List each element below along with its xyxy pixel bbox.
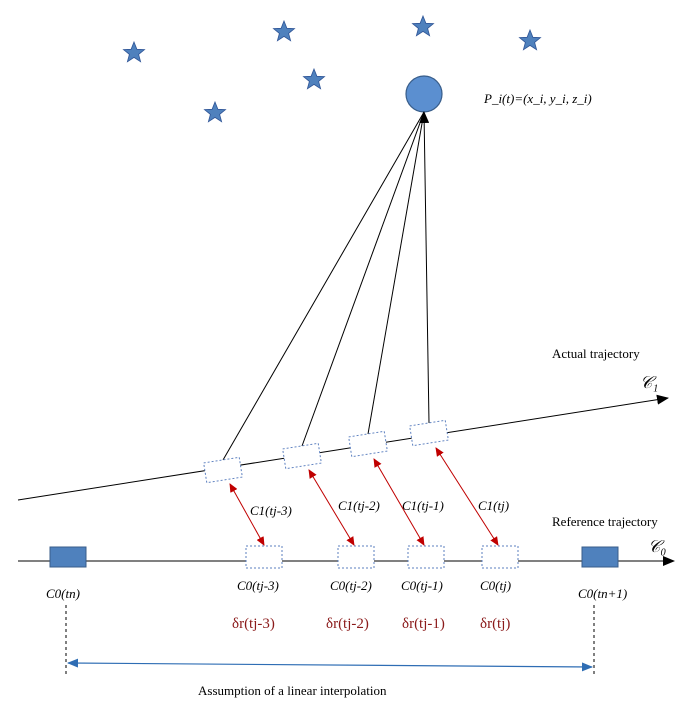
actual-camera-box xyxy=(348,430,388,458)
actual-trajectory-line xyxy=(17,394,669,501)
point-node xyxy=(405,75,443,113)
interpolation-label: Assumption of a linear interpolation xyxy=(198,683,387,698)
actual-camera-labels: C1(tj-3) C1(tj-2) C1(tj-1) C1(tj) xyxy=(250,498,509,518)
star-icon xyxy=(203,100,227,123)
reference-camera-labels: C0(tj-3) C0(tj-2) C0(tj-1) C0(tj) xyxy=(237,578,511,593)
actual-camera-label: C1(tj) xyxy=(478,498,509,513)
reference-camera-label: C0(tj-2) xyxy=(330,578,372,593)
actual-trajectory-symbol: 𝒞₁ xyxy=(640,373,658,392)
stars-group xyxy=(122,14,542,123)
actual-camera-label: C1(tj-2) xyxy=(338,498,380,513)
delta-label: δr(tj) xyxy=(480,616,510,632)
ray-3 xyxy=(367,111,425,435)
reference-cameras xyxy=(245,545,519,569)
ray-2 xyxy=(301,111,425,447)
reference-camera-box xyxy=(245,545,283,569)
reference-camera-label: C0(tj-1) xyxy=(401,578,443,593)
correspondence-arrow xyxy=(435,447,499,546)
reference-camera-label: C0(tj-3) xyxy=(237,578,279,593)
reference-camera-label: C0(tj) xyxy=(480,578,511,593)
star-icon xyxy=(272,19,296,42)
keyframe-box-tn1 xyxy=(581,546,619,568)
actual-camera-box xyxy=(203,456,243,484)
reference-trajectory-label: Reference trajectory xyxy=(552,514,658,529)
actual-camera-label: C1(tj-3) xyxy=(250,503,292,518)
correspondence-arrow xyxy=(308,469,355,546)
actual-cameras xyxy=(203,419,449,484)
ray-4 xyxy=(419,111,430,424)
interpolation-arrow xyxy=(67,658,593,672)
reference-trajectory-symbol: 𝒞₀ xyxy=(648,537,666,556)
delta-labels: δr(tj-3) δr(tj-2) δr(tj-1) δr(tj) xyxy=(232,616,510,632)
reference-camera-box xyxy=(407,545,445,569)
actual-camera-label: C1(tj-1) xyxy=(402,498,444,513)
actual-camera-box xyxy=(282,442,322,470)
star-icon xyxy=(122,40,146,63)
star-icon xyxy=(411,14,435,37)
keyframe-box-tn xyxy=(49,546,87,568)
point-label: P_i(t)=(x_i, y_i, z_i) xyxy=(483,91,592,106)
ray-1 xyxy=(222,111,425,461)
reference-camera-box xyxy=(337,545,375,569)
keyframe-label-tn1: C0(tn+1) xyxy=(578,586,627,601)
delta-label: δr(tj-3) xyxy=(232,616,275,632)
correspondence-arrow xyxy=(229,483,265,546)
correspondence-arrows xyxy=(229,447,499,546)
keyframe-label-tn: C0(tn) xyxy=(46,586,80,601)
actual-camera-box xyxy=(409,419,449,447)
delta-label: δr(tj-1) xyxy=(402,616,445,632)
reference-camera-box xyxy=(481,545,519,569)
projection-rays xyxy=(222,111,430,461)
actual-trajectory-label: Actual trajectory xyxy=(552,346,640,361)
delta-label: δr(tj-2) xyxy=(326,616,369,632)
star-icon xyxy=(302,67,326,90)
correspondence-arrow xyxy=(373,458,425,546)
star-icon xyxy=(518,28,542,51)
